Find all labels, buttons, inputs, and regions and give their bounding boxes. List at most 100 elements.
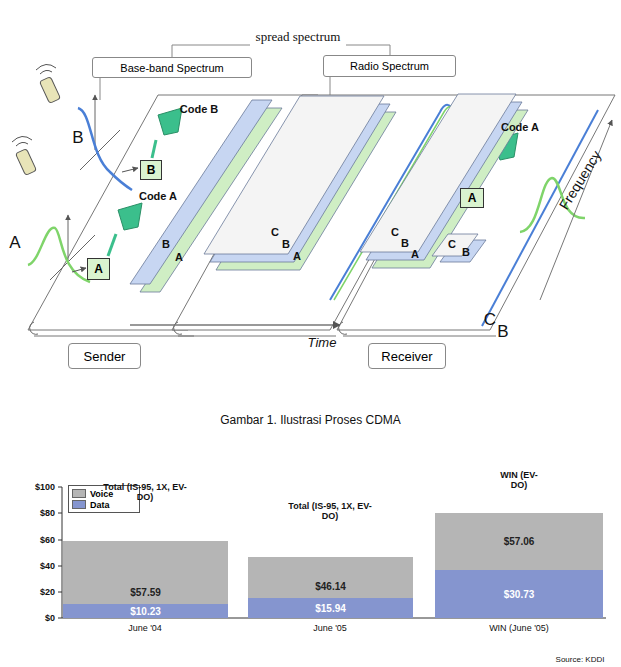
signal-name: C bbox=[482, 310, 498, 330]
bracket bbox=[100, 78, 101, 100]
spectrum-callout: Base-band Spectrum bbox=[92, 57, 252, 78]
signal-curve bbox=[78, 108, 132, 190]
slab-letter: A bbox=[290, 250, 304, 263]
spectrum-axis bbox=[68, 215, 69, 262]
axis-tick: $80 bbox=[25, 508, 55, 518]
code-bucket bbox=[158, 108, 182, 135]
chart-axis bbox=[58, 487, 62, 618]
bar-segment: $57.59 bbox=[63, 541, 228, 604]
conveyor-belt bbox=[28, 95, 615, 336]
conveyor-belt bbox=[34, 336, 194, 337]
slab-letter: B bbox=[459, 246, 473, 259]
code-cube: A bbox=[460, 188, 484, 208]
phone-symbol bbox=[12, 64, 61, 175]
axis-category: June '05 bbox=[290, 623, 370, 633]
group-label: spread spectrum bbox=[228, 30, 368, 45]
spread-slab bbox=[360, 94, 516, 252]
spectrum-axis bbox=[80, 130, 120, 170]
phone-symbol bbox=[12, 136, 32, 146]
spectrum-callout: Radio Spectrum bbox=[323, 55, 456, 77]
roller bbox=[30, 322, 347, 334]
bar-segment: $46.14 bbox=[248, 557, 413, 598]
stage-box: Receiver bbox=[368, 343, 446, 369]
roller bbox=[30, 322, 38, 334]
bar-title: Total (IS-95, 1X, EV-DO) bbox=[284, 501, 376, 522]
bar-segment: $10.23 bbox=[63, 604, 228, 618]
axis-tick: $100 bbox=[25, 482, 55, 492]
legend-text: Data bbox=[90, 500, 110, 510]
code-bucket bbox=[118, 203, 142, 230]
chart-axis bbox=[62, 487, 606, 618]
slab-letter: A bbox=[408, 248, 422, 261]
node-text: $57.06 bbox=[504, 536, 535, 547]
axis-tick: $0 bbox=[25, 613, 55, 623]
slab-letter: C bbox=[445, 238, 459, 251]
axis-category: June '04 bbox=[105, 623, 185, 633]
time-axis bbox=[130, 324, 340, 325]
signal-curve bbox=[28, 228, 90, 282]
frequency-axis bbox=[540, 120, 612, 300]
bar-segment: $57.06 bbox=[435, 513, 603, 570]
roller bbox=[339, 322, 347, 334]
node-text: A bbox=[94, 262, 103, 276]
stage-box: Sender bbox=[68, 343, 141, 369]
spectrum-axis bbox=[50, 95, 120, 280]
legend-swatch bbox=[72, 500, 86, 509]
bar-segment: $15.94 bbox=[248, 598, 413, 618]
bar-title: WIN (EV-DO) bbox=[494, 470, 544, 491]
axis-title: Time bbox=[302, 336, 342, 351]
node-text: Receiver bbox=[381, 349, 432, 364]
bar-title: Total (IS-95, 1X, EV-DO) bbox=[99, 482, 191, 503]
node-text: A bbox=[468, 191, 477, 205]
slab-letter: C bbox=[268, 226, 282, 239]
slab-letter: B bbox=[159, 238, 173, 251]
receiver-curve bbox=[482, 110, 598, 326]
node-text: B bbox=[147, 163, 156, 177]
code-drip bbox=[152, 140, 156, 158]
slab-letter: B bbox=[279, 238, 293, 251]
flow-arrow bbox=[72, 268, 86, 272]
code-label: Code A bbox=[495, 121, 545, 134]
flow-arrow bbox=[122, 168, 138, 172]
source-note: Source: KDDI bbox=[545, 655, 615, 664]
node-text: Radio Spectrum bbox=[350, 60, 429, 72]
bracket bbox=[346, 45, 390, 55]
axis-tick: $20 bbox=[25, 587, 55, 597]
code-drip bbox=[108, 234, 116, 256]
bar-segment: $30.73 bbox=[435, 570, 603, 618]
node-text: $15.94 bbox=[315, 603, 346, 614]
slab-letter: C bbox=[388, 226, 402, 239]
conveyor-belt bbox=[343, 336, 496, 337]
code-label: Code B bbox=[174, 103, 224, 116]
time-axis bbox=[130, 324, 340, 325]
spread-slab bbox=[204, 96, 384, 254]
node-text: $57.59 bbox=[130, 587, 161, 598]
signal-name: B bbox=[495, 322, 511, 342]
chart-axis bbox=[58, 487, 606, 618]
figure-caption: Gambar 1. Ilustrasi Proses CDMA bbox=[0, 413, 621, 427]
legend-row: Data bbox=[72, 499, 136, 510]
legend-swatch bbox=[72, 489, 86, 498]
node-text: Sender bbox=[84, 349, 126, 364]
roller bbox=[174, 322, 182, 334]
spread-slab bbox=[360, 94, 528, 268]
slab-letter: A bbox=[172, 251, 186, 264]
code-cube: B bbox=[140, 160, 162, 180]
axis-tick: $40 bbox=[25, 561, 55, 571]
code-label: Code A bbox=[133, 190, 183, 203]
phone-symbol bbox=[15, 149, 36, 176]
phone-symbol bbox=[39, 77, 60, 104]
node-text: $30.73 bbox=[504, 589, 535, 600]
spread-slab bbox=[432, 234, 478, 256]
signal-name: A bbox=[5, 233, 25, 253]
node-text: $46.14 bbox=[315, 581, 346, 592]
phone-symbol bbox=[36, 64, 56, 74]
code-cube: A bbox=[87, 258, 110, 280]
signal-name: B bbox=[68, 128, 88, 148]
node-text: $10.23 bbox=[130, 606, 161, 617]
bracket bbox=[172, 45, 250, 57]
axis-category: WIN (June '05) bbox=[474, 623, 564, 633]
axis-tick: $60 bbox=[25, 535, 55, 545]
slab-letter: B bbox=[398, 237, 412, 250]
